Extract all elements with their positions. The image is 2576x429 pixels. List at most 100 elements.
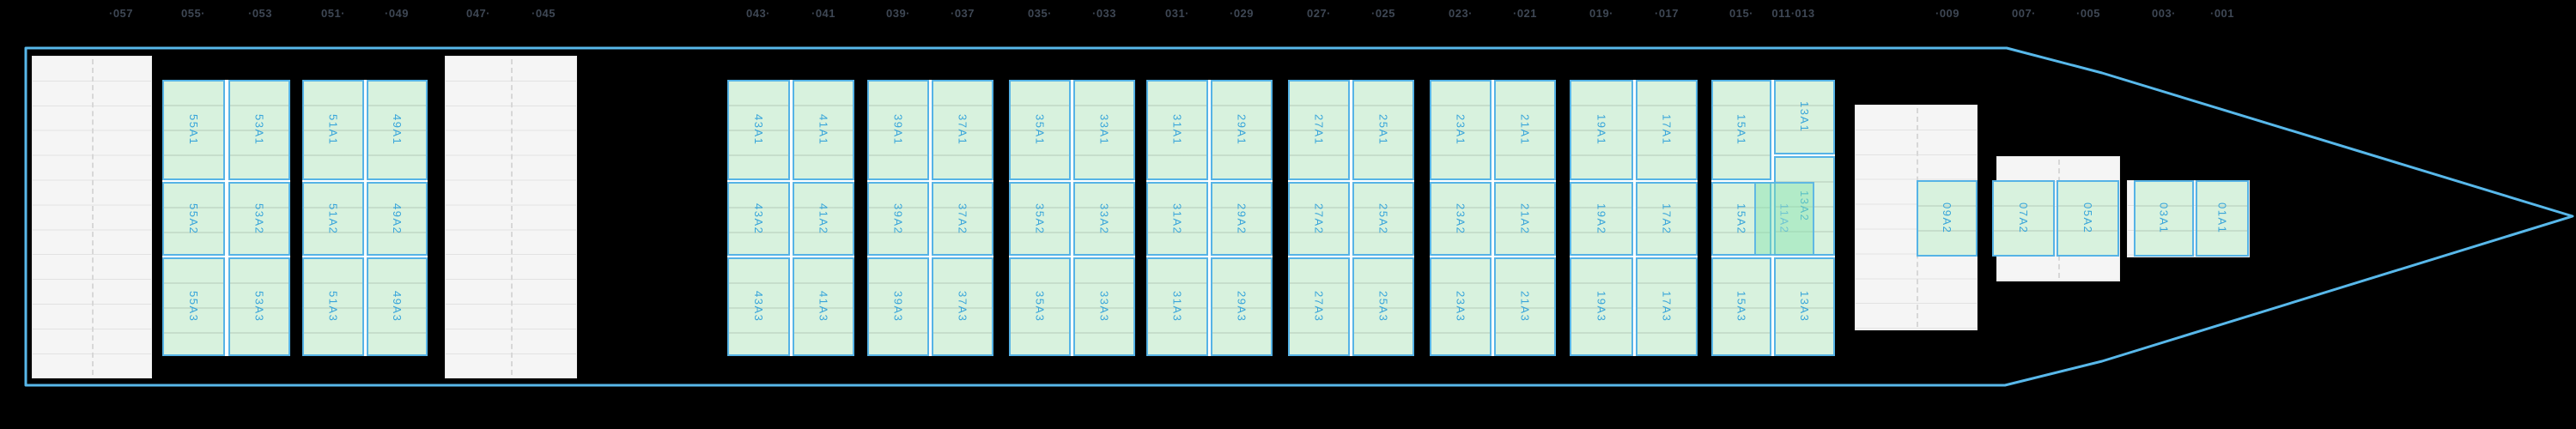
slot-35A1[interactable]: 35A1 bbox=[1009, 80, 1071, 180]
slot-label: 23A1 bbox=[1454, 114, 1467, 146]
slot-05A2[interactable]: 05A2 bbox=[2057, 180, 2119, 257]
slot-label: 11A2 bbox=[1777, 203, 1791, 234]
slot-55A2[interactable]: 55A2 bbox=[162, 182, 225, 256]
slot-25A3[interactable]: 25A3 bbox=[1352, 257, 1414, 356]
slot-01A1[interactable]: 01A1 bbox=[2196, 180, 2249, 257]
slot-23A3[interactable]: 23A3 bbox=[1430, 257, 1492, 356]
slot-15A3[interactable]: 15A3 bbox=[1711, 257, 1771, 356]
slot-03A1[interactable]: 03A1 bbox=[2134, 180, 2194, 257]
slot-37A3[interactable]: 37A3 bbox=[932, 257, 993, 356]
slot-37A2[interactable]: 37A2 bbox=[932, 182, 993, 256]
slot-43A1[interactable]: 43A1 bbox=[727, 80, 790, 180]
slot-label: 43A1 bbox=[752, 114, 765, 146]
slot-label: 35A1 bbox=[1033, 114, 1047, 146]
slot-15A1[interactable]: 15A1 bbox=[1711, 80, 1771, 180]
bay-number-label: ·037 bbox=[950, 7, 975, 20]
slot-29A2[interactable]: 29A2 bbox=[1211, 182, 1273, 256]
slot-label: 15A2 bbox=[1735, 202, 1748, 235]
slot-label: 53A2 bbox=[252, 202, 266, 235]
slot-53A2[interactable]: 53A2 bbox=[228, 182, 290, 256]
slot-label: 21A3 bbox=[1518, 291, 1532, 323]
slot-49A1[interactable]: 49A1 bbox=[367, 80, 428, 180]
slot-41A3[interactable]: 41A3 bbox=[793, 257, 854, 356]
slot-17A2[interactable]: 17A2 bbox=[1636, 182, 1698, 256]
slot-51A1[interactable]: 51A1 bbox=[302, 80, 364, 180]
slot-13A3[interactable]: 13A3 bbox=[1774, 257, 1835, 356]
slot-41A2[interactable]: 41A2 bbox=[793, 182, 854, 256]
slot-19A2[interactable]: 19A2 bbox=[1570, 182, 1633, 256]
slot-55A3[interactable]: 55A3 bbox=[162, 257, 225, 356]
slot-label: 35A2 bbox=[1033, 202, 1047, 235]
slot-label: 15A3 bbox=[1735, 291, 1748, 323]
bay-number-label: 031· bbox=[1164, 7, 1190, 20]
slot-21A3[interactable]: 21A3 bbox=[1494, 257, 1556, 356]
slot-37A1[interactable]: 37A1 bbox=[932, 80, 993, 180]
slot-label: 19A2 bbox=[1595, 202, 1608, 235]
slot-19A3[interactable]: 19A3 bbox=[1570, 257, 1633, 356]
slot-49A2[interactable]: 49A2 bbox=[367, 182, 428, 256]
slot-31A3[interactable]: 31A3 bbox=[1146, 257, 1208, 356]
slot-label: 49A2 bbox=[391, 202, 404, 235]
slot-27A1[interactable]: 27A1 bbox=[1288, 80, 1350, 180]
slot-label: 01A1 bbox=[2215, 202, 2229, 234]
bay-number-label: ·033 bbox=[1091, 7, 1117, 20]
slot-label: 39A2 bbox=[891, 202, 905, 235]
slot-17A1[interactable]: 17A1 bbox=[1636, 80, 1698, 180]
slot-31A2[interactable]: 31A2 bbox=[1146, 182, 1208, 256]
slot-label: 17A3 bbox=[1660, 291, 1674, 323]
slot-21A1[interactable]: 21A1 bbox=[1494, 80, 1556, 180]
slot-label: 13A1 bbox=[1798, 101, 1811, 133]
slot-31A1[interactable]: 31A1 bbox=[1146, 80, 1208, 180]
slot-label: 31A3 bbox=[1170, 291, 1184, 323]
slot-29A1[interactable]: 29A1 bbox=[1211, 80, 1273, 180]
bay-number-label: ·025 bbox=[1370, 7, 1396, 20]
bay-number-label: ·001 bbox=[2209, 7, 2235, 20]
slot-29A3[interactable]: 29A3 bbox=[1211, 257, 1273, 356]
slot-39A3[interactable]: 39A3 bbox=[867, 257, 929, 356]
slot-43A3[interactable]: 43A3 bbox=[727, 257, 790, 356]
slot-33A3[interactable]: 33A3 bbox=[1073, 257, 1135, 356]
bay-number-label: ·017 bbox=[1654, 7, 1680, 20]
slot-51A3[interactable]: 51A3 bbox=[302, 257, 364, 356]
slot-33A2[interactable]: 33A2 bbox=[1073, 182, 1135, 256]
slot-27A3[interactable]: 27A3 bbox=[1288, 257, 1350, 356]
slot-label: 53A1 bbox=[252, 114, 266, 146]
slot-35A2[interactable]: 35A2 bbox=[1009, 182, 1071, 256]
slot-21A2[interactable]: 21A2 bbox=[1494, 182, 1556, 256]
slot-label: 31A1 bbox=[1170, 114, 1184, 146]
slot-25A1[interactable]: 25A1 bbox=[1352, 80, 1414, 180]
slot-label: 15A1 bbox=[1735, 114, 1748, 146]
slot-label: 25A2 bbox=[1376, 202, 1390, 235]
bay-number-label: 027· bbox=[1306, 7, 1332, 20]
slot-49A3[interactable]: 49A3 bbox=[367, 257, 428, 356]
slot-33A1[interactable]: 33A1 bbox=[1073, 80, 1135, 180]
slot-label: 27A3 bbox=[1312, 291, 1326, 323]
slot-53A1[interactable]: 53A1 bbox=[228, 80, 290, 180]
slot-55A1[interactable]: 55A1 bbox=[162, 80, 225, 180]
grid-center-dashed-line bbox=[511, 59, 513, 375]
slot-25A2[interactable]: 25A2 bbox=[1352, 182, 1414, 256]
bay-number-label: ·021 bbox=[1512, 7, 1538, 20]
slot-label: 41A1 bbox=[817, 114, 830, 146]
bay-number-label: ·057 bbox=[108, 7, 134, 20]
slot-07A2[interactable]: 07A2 bbox=[1992, 180, 2055, 257]
slot-27A2[interactable]: 27A2 bbox=[1288, 182, 1350, 256]
slot-43A2[interactable]: 43A2 bbox=[727, 182, 790, 256]
slot-23A2[interactable]: 23A2 bbox=[1430, 182, 1492, 256]
slot-09A2[interactable]: 09A2 bbox=[1917, 180, 1978, 257]
slot-17A3[interactable]: 17A3 bbox=[1636, 257, 1698, 356]
bay-number-label: 023· bbox=[1448, 7, 1473, 20]
slot-39A2[interactable]: 39A2 bbox=[867, 182, 929, 256]
slot-51A2[interactable]: 51A2 bbox=[302, 182, 364, 256]
slot-11A2[interactable]: 11A2 bbox=[1754, 182, 1814, 256]
slot-39A1[interactable]: 39A1 bbox=[867, 80, 929, 180]
slot-label: 33A3 bbox=[1097, 291, 1111, 323]
slot-label: 25A3 bbox=[1376, 291, 1390, 323]
bay-number-label: ·005 bbox=[2075, 7, 2101, 20]
slot-23A1[interactable]: 23A1 bbox=[1430, 80, 1492, 180]
slot-13A1[interactable]: 13A1 bbox=[1774, 80, 1835, 154]
slot-19A1[interactable]: 19A1 bbox=[1570, 80, 1633, 180]
slot-53A3[interactable]: 53A3 bbox=[228, 257, 290, 356]
slot-41A1[interactable]: 41A1 bbox=[793, 80, 854, 180]
slot-35A3[interactable]: 35A3 bbox=[1009, 257, 1071, 356]
